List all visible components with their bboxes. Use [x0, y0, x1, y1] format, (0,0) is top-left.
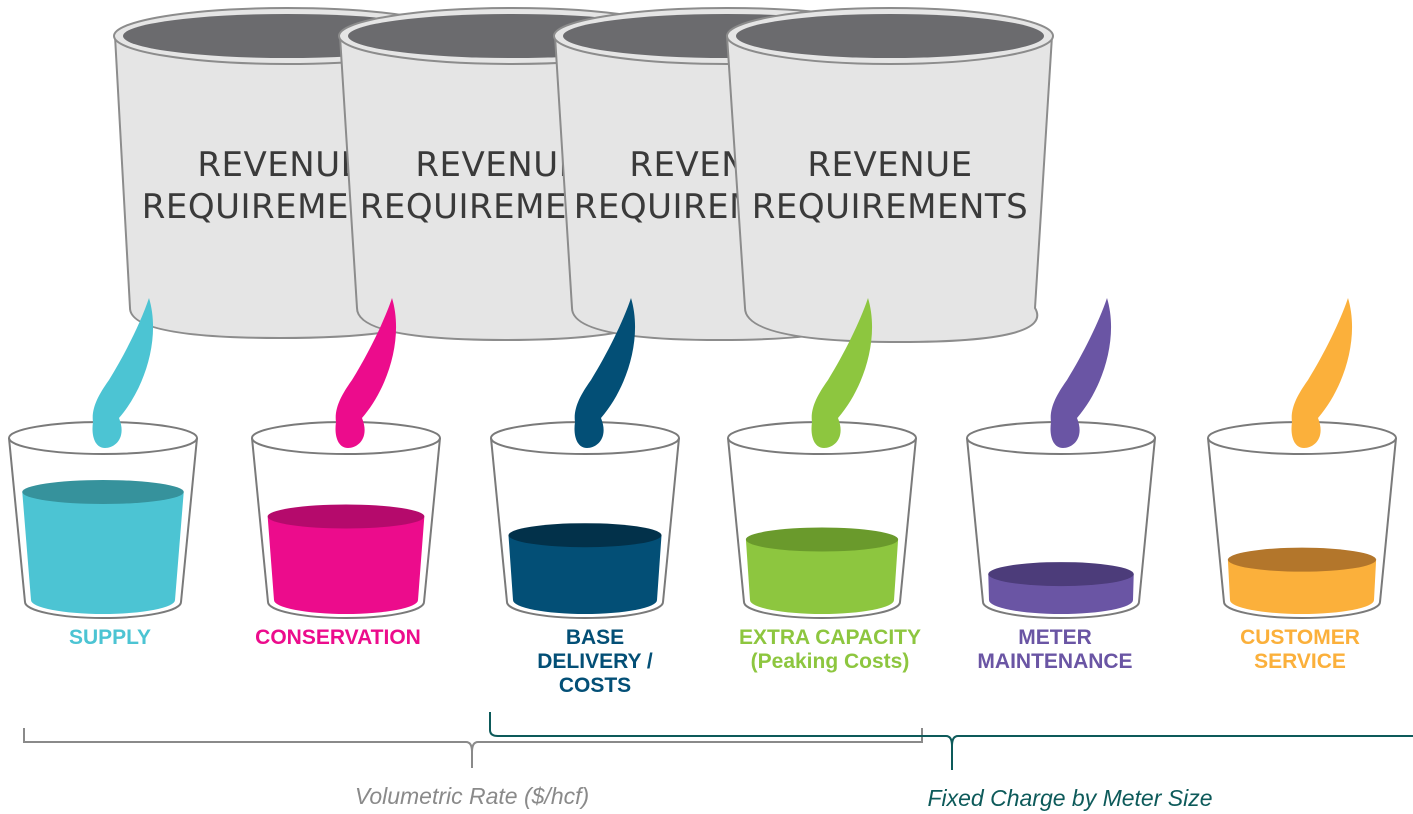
cup-conservation	[251, 421, 441, 619]
pour-stream-base-delivery	[574, 298, 636, 448]
cup-extra-capacity	[727, 421, 917, 619]
fixed-bracket	[489, 712, 1413, 770]
liquid-conservation	[267, 516, 425, 614]
liquid-surface-customer-service	[1227, 547, 1377, 572]
cup-label-conservation: CONSERVATION	[255, 626, 421, 649]
volumetric-bracket	[23, 728, 923, 768]
big-bucket-4-line1: REVENUE	[807, 145, 972, 185]
pour-stream-extra-capacity	[811, 298, 873, 448]
big-bucket-4-line2: REQUIREMENTS	[752, 187, 1029, 227]
liquid-base-delivery	[508, 535, 662, 614]
cup-label-customer-service: CUSTOMER SERVICE	[1240, 626, 1360, 673]
cups	[8, 421, 1397, 619]
cup-label-base-delivery: BASE DELIVERY / COSTS	[537, 626, 653, 697]
fixed-charge-label: Fixed Charge by Meter Size	[927, 785, 1213, 811]
volumetric-rate-label: Volumetric Rate ($/hcf)	[354, 783, 590, 809]
pour-stream-customer-service	[1291, 298, 1353, 448]
liquid-surface-extra-capacity	[745, 527, 899, 552]
cup-base-delivery	[490, 421, 680, 619]
liquid-surface-supply	[22, 480, 184, 504]
big-bucket-4: REVENUE REQUIREMENTS	[725, 7, 1054, 344]
liquid-extra-capacity	[745, 539, 899, 614]
liquid-supply	[22, 492, 184, 614]
cup-meter-maintenance	[966, 421, 1156, 619]
cup-label-supply: SUPPLY	[68, 626, 152, 649]
pour-stream-conservation	[335, 298, 397, 448]
cup-supply	[8, 421, 198, 619]
big-bucket-1-line1: REVENUE	[197, 145, 362, 185]
pour-streams	[92, 298, 1353, 448]
liquid-customer-service	[1227, 559, 1377, 614]
cup-label-meter-maintenance: METER MAINTENANCE	[977, 626, 1133, 673]
cup-label-extra-capacity: EXTRA CAPACITY (Peaking Costs)	[738, 626, 921, 673]
big-bucket-2-line1: REVENUE	[415, 145, 580, 185]
liquid-surface-conservation	[267, 504, 425, 529]
pour-stream-supply	[92, 298, 154, 448]
pour-stream-meter-maintenance	[1050, 298, 1112, 448]
liquid-surface-base-delivery	[508, 523, 662, 548]
liquid-surface-meter-maintenance	[988, 562, 1134, 587]
cup-customer-service	[1207, 421, 1397, 619]
